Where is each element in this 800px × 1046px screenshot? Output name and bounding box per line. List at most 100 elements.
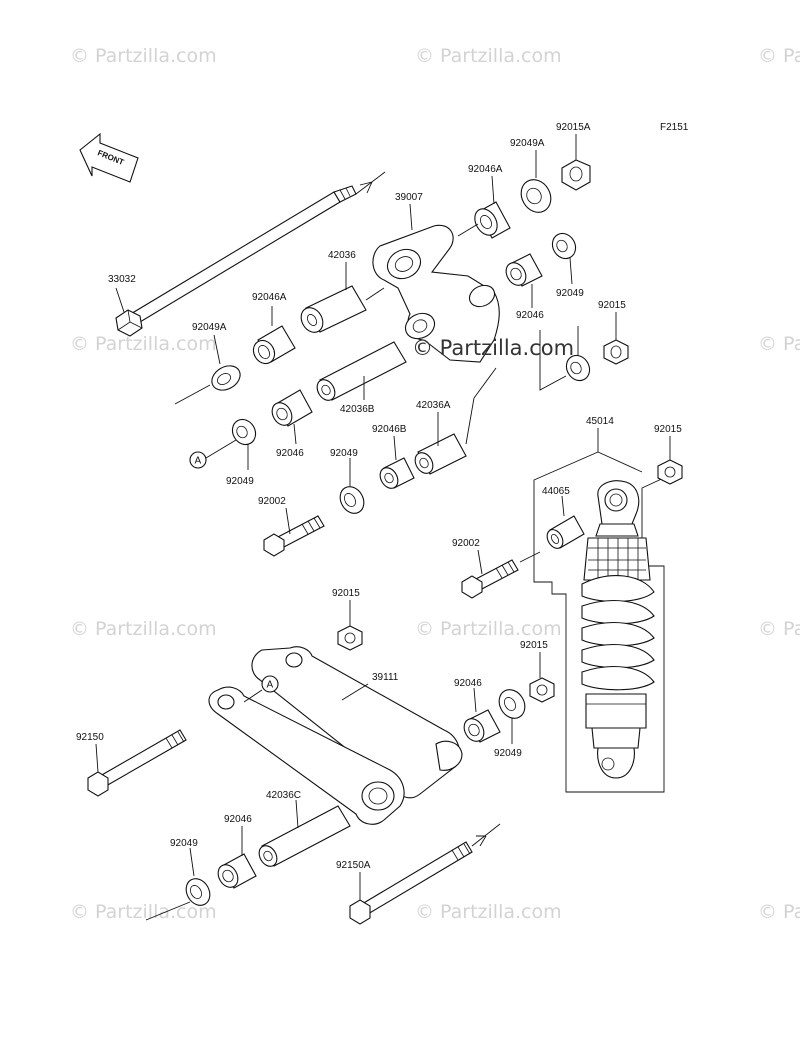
leader-line: [597, 451, 643, 473]
part-44065-collar: [546, 515, 585, 549]
part-42036b-collar: [316, 341, 407, 401]
leader-line: [465, 367, 497, 445]
leader-line: [295, 799, 299, 829]
label-42036a: 42036A: [416, 400, 451, 411]
part-92049-washer-middle: [339, 486, 365, 514]
part-92049a-washer-left: [211, 365, 241, 391]
part-92046-bearing-right-bottom: [463, 709, 501, 743]
part-92049-washer-right-bottom: [498, 689, 526, 719]
part-92049-washer-right-lower: [565, 354, 591, 382]
callout-a-letter: A: [267, 680, 274, 691]
callout-a-letter: A: [195, 456, 202, 467]
part-92015a-nut: [561, 159, 591, 191]
label-92049a-top: 92049A: [510, 138, 545, 149]
leader-line: [95, 743, 99, 773]
watermark-text: © Partzilla.com: [758, 45, 800, 67]
label-92015-right-top: 92015: [598, 300, 626, 311]
label-45014: 45014: [586, 416, 614, 427]
label-33032: 33032: [108, 274, 136, 285]
leader-line: [213, 334, 221, 365]
leader-line: [519, 551, 541, 563]
watermark-center: © Partzilla.com: [412, 336, 574, 360]
part-33032-axle: [115, 185, 357, 337]
leader-line: [205, 439, 237, 459]
label-92002-left: 92002: [258, 496, 286, 507]
watermark-text: © Partzilla.com: [758, 901, 800, 923]
label-92049-left: 92049: [226, 476, 254, 487]
leader-line: [473, 687, 477, 713]
part-42036c-collar: [258, 805, 351, 867]
watermark-text: © Partzilla.com: [415, 618, 562, 640]
part-92046-bearing-bottom: [217, 853, 257, 889]
part-92015-nut-right-top: [603, 339, 629, 365]
label-92015a: 92015A: [556, 122, 591, 133]
part-92049-washer-left: [231, 418, 257, 446]
label-92046b: 92046B: [372, 424, 407, 435]
part-92046-bearing-right-top: [505, 253, 543, 287]
watermark-text: © Partzilla.com: [415, 45, 562, 67]
part-92150-bolt: [87, 729, 187, 797]
label-92046a-top: 92046A: [468, 164, 503, 175]
leader-line: [243, 689, 263, 703]
watermark-text: © Partzilla.com: [70, 333, 217, 355]
part-92002-bolt-left: [263, 515, 325, 557]
leader-line: [393, 435, 397, 461]
label-39111: 39111: [372, 672, 399, 683]
part-92002-bolt-right: [461, 559, 519, 599]
label-92015-middle: 92015: [332, 588, 360, 599]
leader-line: [471, 823, 501, 847]
label-92049a-left: 92049A: [192, 322, 227, 333]
label-42036: 42036: [328, 250, 356, 261]
leader-line: [561, 495, 565, 517]
leader-line: [457, 223, 479, 237]
watermark-text: © Partzilla.com: [758, 618, 800, 640]
watermark-layer: © Partzilla.com © Partzilla.com © Partzi…: [70, 45, 800, 923]
label-92049-middle: 92049: [330, 448, 358, 459]
part-92046b-bearing: [379, 457, 415, 489]
part-42036-collar: [300, 285, 367, 333]
watermark-text: © Partzilla.com: [758, 333, 800, 355]
leader-line: [189, 847, 195, 877]
watermark-text: © Partzilla.com: [70, 618, 217, 640]
label-92150: 92150: [76, 732, 104, 743]
leader-line: [145, 901, 191, 921]
leader-line: [365, 287, 385, 301]
label-92002-right: 92002: [452, 538, 480, 549]
label-42036c: 42036C: [266, 790, 301, 801]
part-92015-nut-right-lower: [529, 677, 555, 703]
part-92015-nut-middle: [337, 625, 363, 651]
part-92046a-bearing-left: [252, 325, 296, 365]
callout-a-marker: A: [189, 451, 207, 469]
part-39007-rocker-arm: [372, 224, 500, 363]
leader-line: [285, 507, 291, 535]
watermark-text: © Partzilla.com: [70, 45, 217, 67]
leader-line: [115, 287, 125, 313]
leader-line: [491, 175, 495, 205]
part-92015-nut-shock: [657, 459, 683, 485]
label-92046-left: 92046: [276, 448, 304, 459]
part-92049a-washer-top: [520, 179, 552, 213]
part-45014-shock-absorber: [581, 480, 655, 779]
part-42036a-collar: [414, 433, 467, 475]
part-92049-washer-right-top: [551, 232, 577, 260]
callout-a-marker-lower: A: [261, 675, 279, 693]
label-44065: 44065: [542, 486, 570, 497]
label-92046-bottom: 92046: [224, 814, 252, 825]
label-92049-right-top: 92049: [556, 288, 584, 299]
leader-line: [409, 203, 413, 231]
part-92046a-bearing-top: [474, 201, 511, 239]
label-92046-right-bottom: 92046: [454, 678, 482, 689]
label-92046a-left: 92046A: [252, 292, 287, 303]
figure-code: F2151: [660, 122, 689, 133]
part-39111-tie-rod-pair: [208, 646, 463, 825]
label-92049-bottom: 92049: [170, 838, 198, 849]
part-92046-bearing-left: [271, 389, 313, 427]
front-arrow-icon: FRONT: [79, 132, 139, 183]
leader-line: [174, 384, 211, 405]
label-92015-shock: 92015: [654, 424, 682, 435]
watermark-text: © Partzilla.com: [415, 901, 562, 923]
label-42036b: 42036B: [340, 404, 375, 415]
leader-line: [293, 423, 297, 445]
